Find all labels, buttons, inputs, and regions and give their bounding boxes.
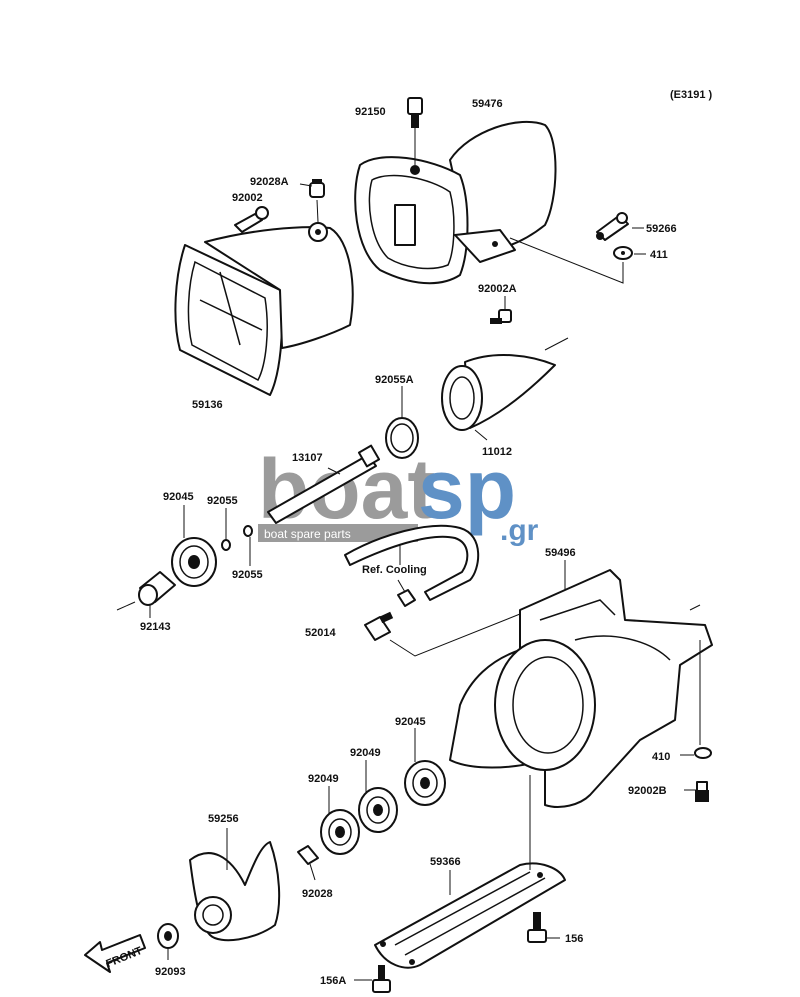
- part-92002-bolt: [234, 206, 269, 233]
- part-156A-bolt: [354, 965, 391, 993]
- label-92055-lower: 92055: [232, 569, 263, 581]
- part-156-bolt: [527, 912, 560, 943]
- part-59136-housing: [174, 222, 354, 396]
- part-92143-collar: [116, 571, 176, 618]
- label-59256: 59256: [208, 813, 239, 825]
- label-92049-lower: 92049: [308, 773, 339, 785]
- part-59256-impeller: [189, 828, 281, 942]
- label-59266: 59266: [646, 223, 677, 235]
- part-59266-fitting: [596, 212, 644, 241]
- diagram-code: (E3191 ): [670, 89, 713, 101]
- label-59136: 59136: [192, 399, 223, 411]
- part-92028-collar: [297, 845, 319, 881]
- part-92093-washer: [157, 923, 179, 960]
- label-ref-cooling: Ref. Cooling: [362, 564, 427, 576]
- label-92028A: 92028A: [250, 176, 289, 188]
- part-92045-bearing-upper: [171, 505, 217, 587]
- label-92045-upper: 92045: [163, 491, 194, 503]
- label-59496: 59496: [545, 547, 576, 559]
- label-92045-lower: 92045: [395, 716, 426, 728]
- part-cooling-hose: [344, 524, 480, 607]
- label-92055-upper: 92055: [207, 495, 238, 507]
- part-92002B-bolt: [684, 781, 709, 802]
- part-92045-bearing-lower: [404, 728, 446, 806]
- label-156: 156: [565, 933, 583, 945]
- label-92002B: 92002B: [628, 785, 667, 797]
- label-92002: 92002: [232, 192, 263, 204]
- part-59476-pump-cover: [354, 120, 557, 285]
- watermark-suffix: .gr: [500, 514, 539, 547]
- label-92093: 92093: [155, 966, 186, 978]
- label-59366: 59366: [430, 856, 461, 868]
- part-411-washer: [509, 237, 646, 284]
- label-92150: 92150: [355, 106, 386, 118]
- part-13107-shaft: [267, 444, 381, 524]
- part-92002A-bolt: [490, 296, 512, 324]
- part-410-washer: [680, 747, 712, 759]
- part-11012-nozzle: [441, 337, 569, 441]
- part-labels: 92150 59476 92028A 92002 59266 411 92002…: [140, 98, 677, 987]
- label-411: 411: [650, 249, 668, 261]
- label-92028: 92028: [302, 888, 333, 900]
- label-92049-upper: 92049: [350, 747, 381, 759]
- part-92049-seals: [320, 760, 398, 855]
- watermark-tagline: boat spare parts: [264, 527, 351, 541]
- label-92055A: 92055A: [375, 374, 414, 386]
- part-92055A-oring: [385, 386, 419, 459]
- front-arrow: FRONT: [84, 934, 146, 973]
- label-410: 410: [652, 751, 670, 763]
- part-92150-bolt: [407, 97, 423, 165]
- label-11012: 11012: [482, 446, 512, 458]
- watermark-brand-blue: sp: [418, 442, 516, 536]
- part-92055-rings: [221, 508, 253, 566]
- part-92028A-collar: [299, 179, 325, 223]
- part-52014-fitting: [364, 611, 526, 657]
- label-13107: 13107: [292, 452, 323, 464]
- part-59366-plate: [374, 775, 566, 969]
- part-59496-pump-body: [449, 560, 713, 808]
- label-52014: 52014: [305, 627, 336, 639]
- label-156A: 156A: [320, 975, 346, 987]
- label-59476: 59476: [472, 98, 503, 110]
- watermark-tagline-bar: [258, 524, 418, 542]
- label-92143: 92143: [140, 621, 171, 633]
- label-92002A: 92002A: [478, 283, 517, 295]
